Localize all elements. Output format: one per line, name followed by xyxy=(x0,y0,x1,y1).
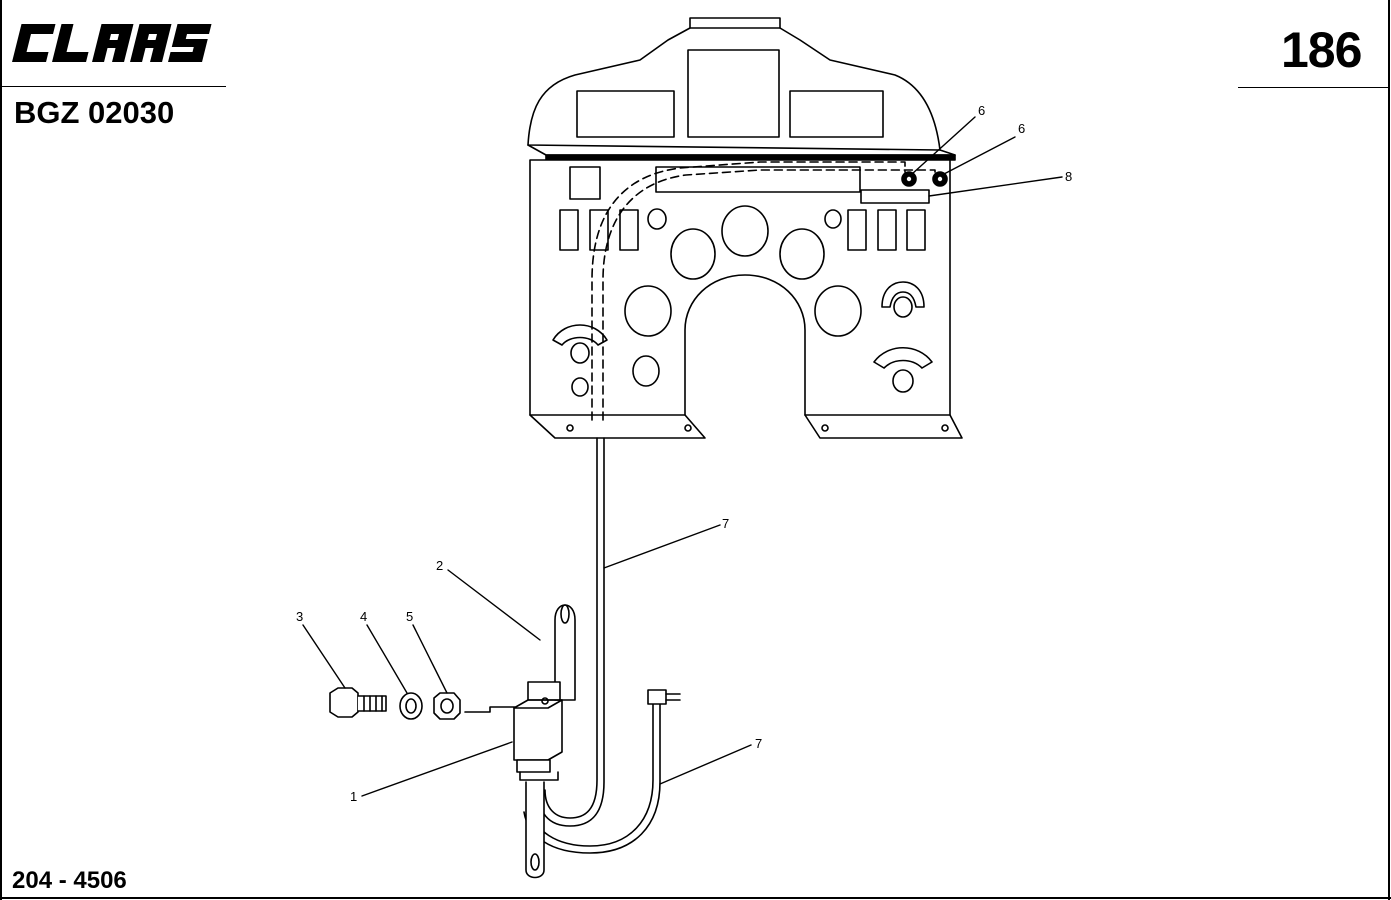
dashboard-plate xyxy=(529,159,963,439)
header-rule-left xyxy=(0,86,226,87)
callout-7b: 7 xyxy=(755,736,762,751)
callout-2: 2 xyxy=(436,558,443,573)
drawing-reference: 204 - 4506 xyxy=(12,867,127,894)
page-frame-right xyxy=(1388,0,1390,900)
hex-nut xyxy=(433,692,461,720)
callout-3: 3 xyxy=(296,609,303,624)
page-frame-left xyxy=(0,0,2,900)
callout-labels: 1 2 3 4 5 6 6 7 7 8 xyxy=(296,103,1072,804)
callout-8: 8 xyxy=(1065,169,1072,184)
leader-lines xyxy=(302,116,1063,797)
hood-window-left xyxy=(576,90,675,138)
claas-logo xyxy=(8,22,233,64)
callout-5: 5 xyxy=(406,609,413,624)
washer xyxy=(399,692,423,720)
hood-window-right xyxy=(789,90,884,138)
hex-bolt xyxy=(329,687,387,718)
claas-logo-art xyxy=(12,24,212,62)
callout-6b: 6 xyxy=(1018,121,1025,136)
mounting-bracket xyxy=(527,604,576,701)
callout-7a: 7 xyxy=(722,516,729,531)
callout-1: 1 xyxy=(350,789,357,804)
hood-window-center xyxy=(687,49,780,138)
page-frame-bottom xyxy=(0,897,1391,899)
callout-6a: 6 xyxy=(978,103,985,118)
switch-body xyxy=(464,697,563,879)
page-number: 186 xyxy=(1281,22,1362,78)
header-rule-right xyxy=(1238,87,1388,88)
callout-4: 4 xyxy=(360,609,367,624)
cable-harness xyxy=(523,437,681,854)
doc-code: BGZ 02030 xyxy=(14,95,175,130)
instrument-hood xyxy=(527,17,956,161)
hidden-wire-route xyxy=(591,161,906,421)
